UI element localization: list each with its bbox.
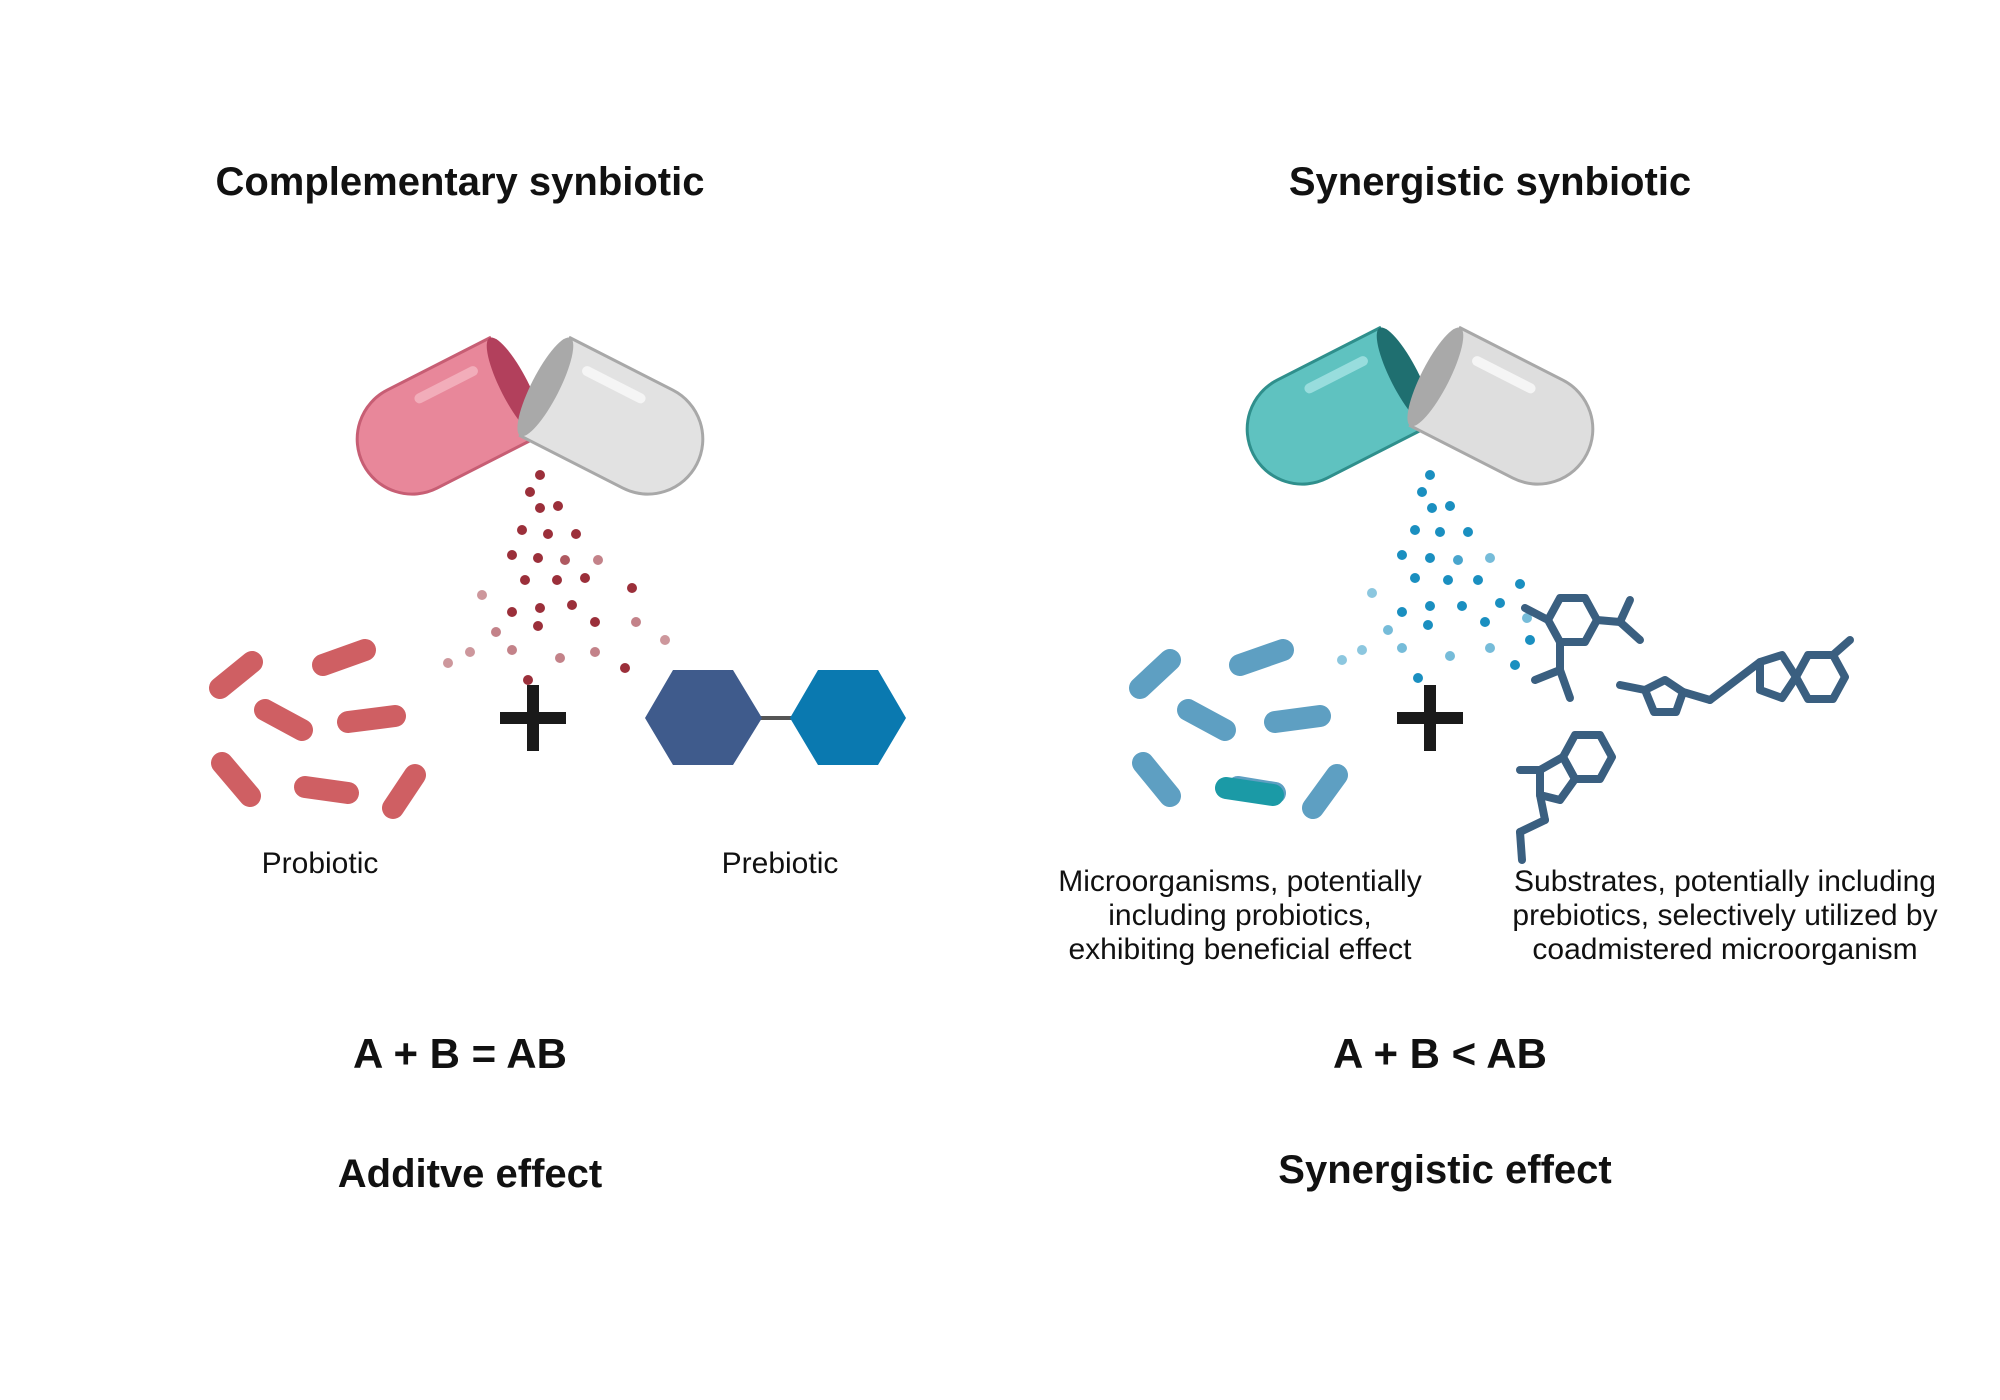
probiotic-particles — [443, 470, 670, 685]
additive-equation: A + B = AB — [353, 1030, 567, 1077]
synergistic-effect-label: Synergistic effect — [1278, 1148, 1612, 1192]
substrate-label-line-2: prebiotics, selectively utilized by — [1512, 899, 1938, 932]
complementary-title: Complementary synbiotic — [215, 160, 705, 204]
probiotic-bacteria-icon — [209, 639, 426, 819]
microorganism-label-line-1: Microorganisms, potentially — [1058, 865, 1422, 898]
synergistic-particles — [1337, 470, 1535, 683]
probiotic-label: Probiotic — [261, 847, 379, 880]
complementary-panel: Complementary synbiotic — [209, 160, 906, 1196]
chemical-structure-icon — [1516, 594, 1854, 864]
microorganism-label-line-3: exhibiting beneficial effect — [1068, 933, 1412, 966]
hexagon-molecule-icon — [645, 670, 906, 765]
plus-icon — [1397, 685, 1463, 751]
synergistic-equation: A + B < AB — [1333, 1030, 1547, 1077]
substrate-label: Substrates, potentially including prebio… — [1480, 865, 1970, 967]
plus-icon — [500, 685, 566, 751]
prebiotic-label: Prebiotic — [721, 847, 839, 880]
substrate-label-line-1: Substrates, potentially including — [1514, 865, 1936, 898]
synergistic-illustration — [1129, 325, 1854, 864]
white-capsule-icon — [517, 335, 705, 496]
microorganism-label-line-2: including probiotics, — [1108, 899, 1372, 932]
white-capsule-icon — [1407, 325, 1595, 486]
substrate-label-line-3: coadmistered microorganism — [1532, 933, 1918, 966]
microorganism-label: Microorganisms, potentially including pr… — [1020, 865, 1460, 967]
synergistic-title: Synergistic synbiotic — [1288, 160, 1692, 204]
highlight-bacterium — [1215, 777, 1284, 806]
complementary-illustration — [209, 335, 906, 819]
additive-effect-label: Additve effect — [337, 1152, 603, 1196]
synergistic-panel: Synergistic synbiotic — [1000, 0, 2000, 1400]
